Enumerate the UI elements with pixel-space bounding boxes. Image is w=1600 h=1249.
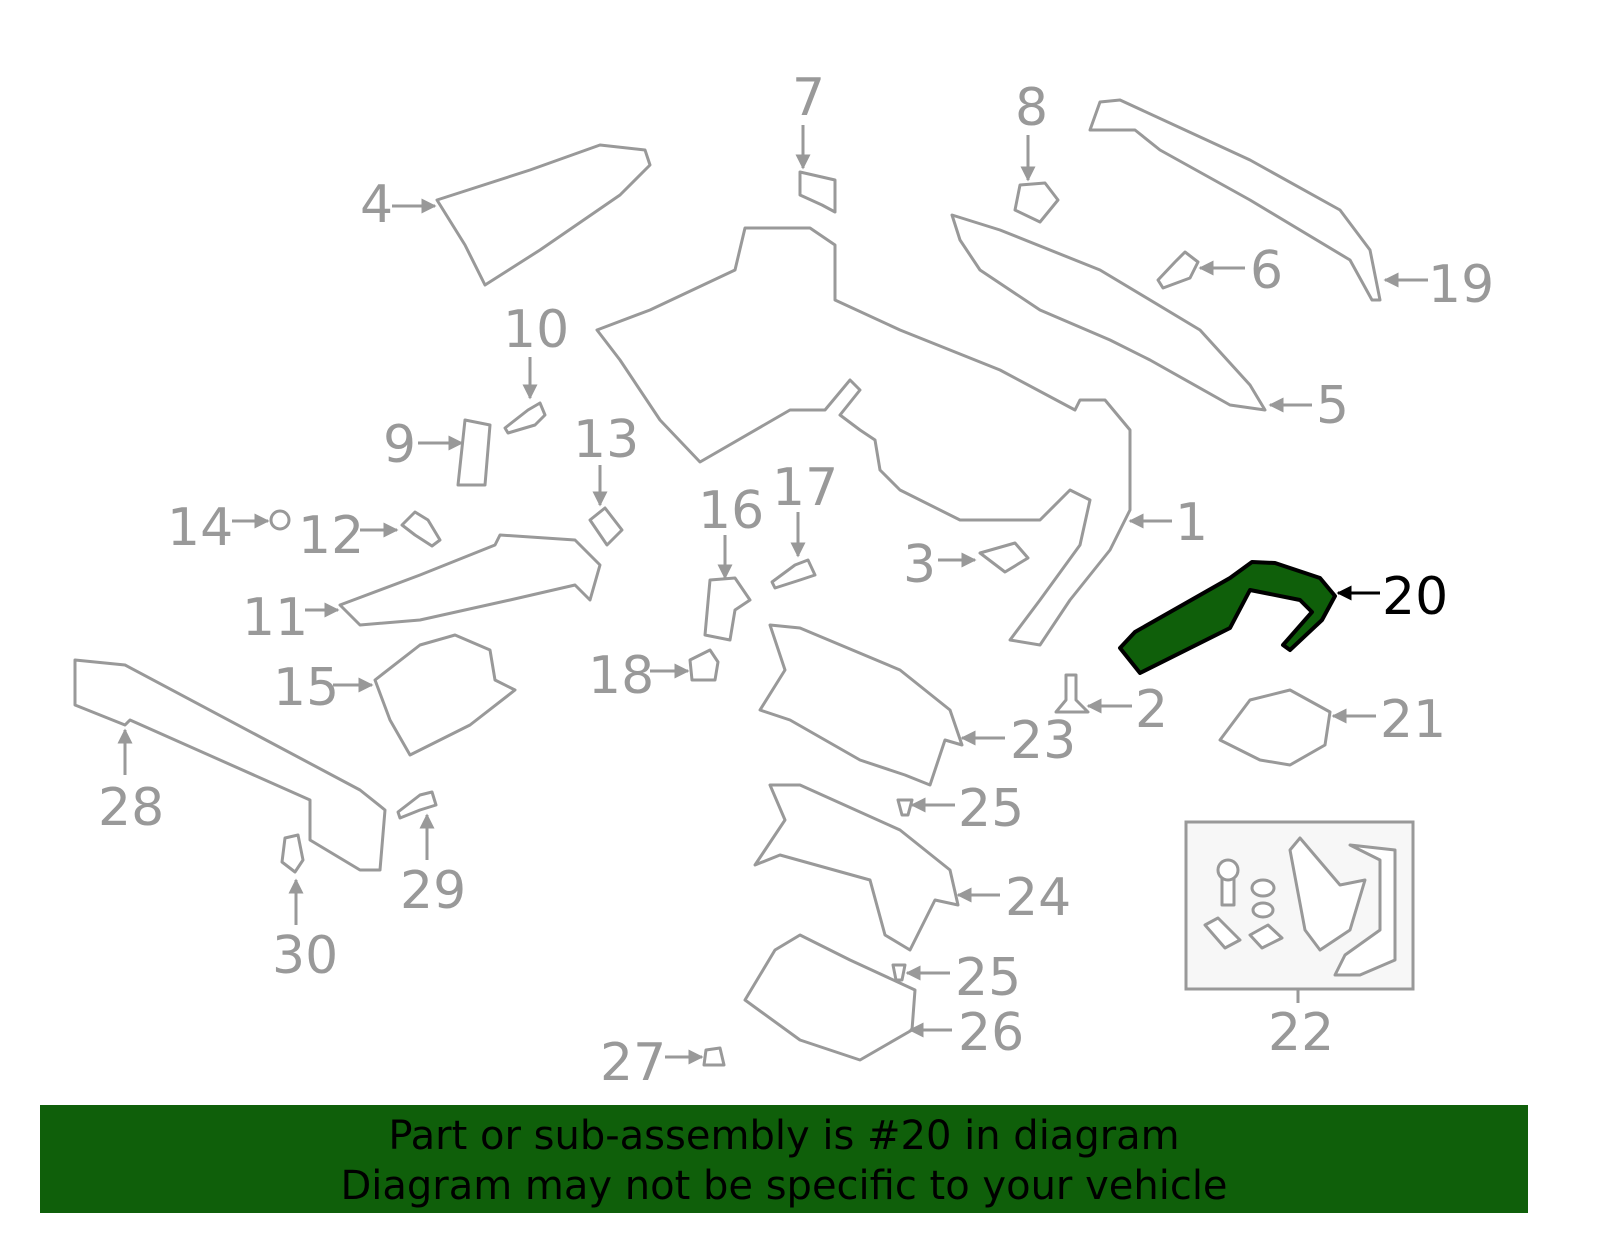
part-18-clip — [688, 648, 720, 682]
callout-12: 12 — [298, 506, 364, 566]
callout-15: 15 — [273, 658, 339, 718]
callout-14: 14 — [167, 498, 233, 558]
part-2-stud — [1054, 673, 1090, 714]
part-5-absorber — [950, 213, 1267, 412]
callout-5: 5 — [1316, 376, 1349, 436]
callout-24: 24 — [1005, 868, 1071, 928]
callout-8: 8 — [1015, 78, 1048, 138]
callout-13: 13 — [573, 410, 639, 470]
callout-17: 17 — [772, 458, 838, 518]
callout-23: 23 — [1010, 711, 1076, 771]
callout-18: 18 — [588, 646, 654, 706]
callout-25-lower: 25 — [955, 948, 1021, 1008]
callout-2: 2 — [1135, 680, 1168, 740]
banner-line-2: Diagram may not be specific to your vehi… — [340, 1163, 1228, 1209]
part-7-clip — [798, 170, 837, 214]
callout-29: 29 — [400, 861, 466, 921]
callout-20[interactable]: 20 — [1382, 567, 1448, 627]
part-4-trim — [435, 143, 652, 287]
part-28-reinforcement — [73, 658, 387, 872]
callout-30: 30 — [272, 926, 338, 986]
callout-1: 1 — [1175, 493, 1208, 553]
part-29-bolt — [396, 790, 438, 820]
callout-19: 19 — [1428, 255, 1494, 315]
callout-21: 21 — [1380, 690, 1446, 750]
part-17-bolt — [770, 558, 817, 590]
part-24-panel — [753, 783, 960, 952]
part-8-clip — [1013, 181, 1060, 224]
callout-26: 26 — [958, 1003, 1024, 1063]
callout-28: 28 — [98, 778, 164, 838]
part-22-mudflap-kit — [1184, 820, 1415, 991]
part-23-panel — [758, 623, 964, 787]
part-14-nut — [269, 509, 291, 531]
callout-16: 16 — [698, 481, 764, 541]
callout-7: 7 — [792, 68, 825, 128]
callout-arrows — [117, 125, 1428, 1065]
part-26-shield — [743, 933, 917, 1062]
part-19-strip — [1088, 98, 1382, 302]
part-20-highlighted — [1118, 560, 1337, 675]
callout-labels: 1 2 3 4 5 6 7 8 9 10 11 12 13 14 15 16 1… — [98, 68, 1494, 1093]
callout-10: 10 — [503, 300, 569, 360]
part-16-bracket — [703, 576, 752, 642]
part-12-bolt — [400, 510, 442, 548]
callout-25-upper: 25 — [958, 779, 1024, 839]
callout-9: 9 — [383, 415, 416, 475]
callout-4: 4 — [360, 175, 393, 235]
banner-line-1: Part or sub-assembly is #20 in diagram — [388, 1113, 1180, 1159]
callout-3: 3 — [903, 535, 936, 595]
part-30-clip — [280, 833, 305, 874]
part-9-bracket — [456, 418, 492, 487]
part-27-clip — [702, 1046, 726, 1067]
part-13-clip — [588, 506, 624, 547]
callout-6: 6 — [1250, 241, 1283, 301]
part-11-bracket — [338, 533, 602, 627]
part-3-clip — [978, 541, 1030, 574]
callout-22: 22 — [1268, 1003, 1334, 1063]
callout-11: 11 — [242, 588, 308, 648]
part-6-bolt — [1156, 250, 1200, 290]
part-10-bolt — [503, 401, 547, 435]
part-15-bracket — [373, 633, 517, 757]
part-1-bumper-cover — [595, 226, 1132, 647]
info-banner: Part or sub-assembly is #20 in diagram D… — [40, 1105, 1528, 1213]
callout-27: 27 — [600, 1033, 666, 1093]
part-25-clip-upper — [896, 798, 914, 817]
part-21-bracket — [1218, 688, 1332, 767]
part-25-clip-lower — [891, 963, 907, 982]
